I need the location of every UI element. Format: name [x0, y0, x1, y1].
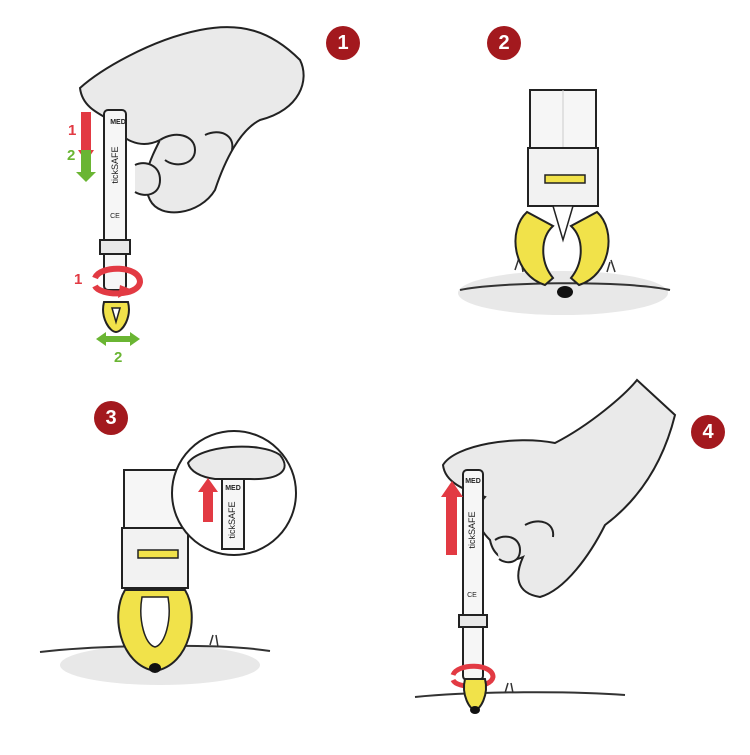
rotate-label: 1 [74, 271, 82, 288]
tool-clip [137, 549, 179, 559]
release-arrow [81, 150, 91, 175]
release-label: 2 [67, 147, 75, 164]
step-3-illustration: MED tickSAFE [39, 430, 297, 685]
step-4-illustration: MED tickSAFE CE [414, 378, 677, 714]
push-up-arrow [203, 490, 213, 522]
step-2-illustration [458, 89, 671, 315]
ground [414, 691, 626, 698]
step-4-badge: 4 [691, 415, 725, 449]
press-label: 1 [68, 122, 76, 139]
rotate-arrow [450, 663, 496, 689]
step-2-badge: 2 [487, 26, 521, 60]
step-3-panel: 3 MED tickSAFE [0, 375, 375, 750]
tool-mark: MED [465, 478, 481, 485]
tool-clip [544, 174, 586, 184]
pull-up-arrow [446, 495, 457, 555]
tool-brand: tickSAFE [227, 501, 237, 538]
tick [149, 663, 161, 673]
tool-ce: CE [110, 213, 120, 220]
open-arrow [104, 336, 130, 342]
tool-ce: CE [467, 592, 477, 599]
gloved-hand [78, 26, 305, 214]
tool-head [514, 210, 555, 287]
tool-head [463, 678, 487, 712]
tick [557, 286, 573, 298]
step-1-illustration: MED tickSAFE CE 1 2 1 2 [67, 26, 305, 366]
press-arrow [81, 112, 91, 150]
step-2-panel: 2 [375, 0, 750, 375]
tick [470, 706, 480, 714]
step-3-badge: 3 [94, 401, 128, 435]
step-1-badge: 1 [326, 26, 360, 60]
step-4-panel: 4 MED tickSAFE CE [375, 375, 750, 750]
tool-mark: MED [225, 485, 241, 492]
step-1-panel: 1 MED tickSAFE CE 1 2 1 2 [0, 0, 375, 375]
tool-brand: tickSAFE [110, 146, 120, 183]
tick-tool-body [103, 109, 127, 291]
tool-mark: MED [110, 119, 126, 126]
rotate-arrow [92, 265, 144, 297]
open-label: 2 [114, 349, 122, 366]
tool-brand: tickSAFE [467, 511, 477, 548]
tick-tool-body [462, 469, 484, 681]
